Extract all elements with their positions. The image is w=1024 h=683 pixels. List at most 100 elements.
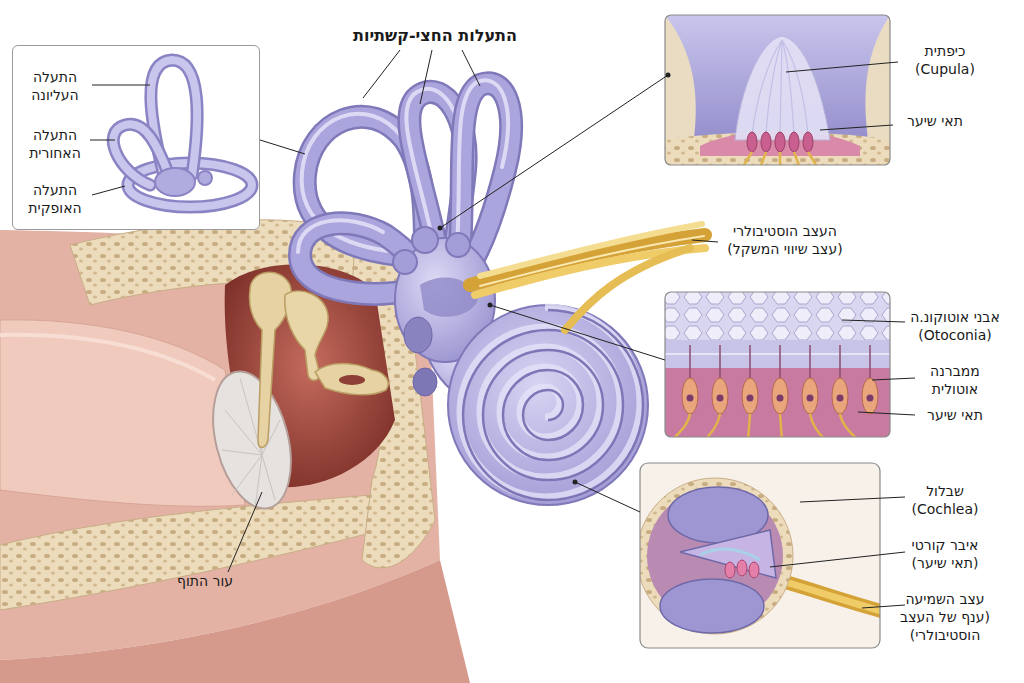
otolith-inset — [682, 378, 698, 414]
leader-lines — [363, 50, 480, 104]
cupula-inset — [665, 15, 890, 168]
leader-dots — [438, 73, 671, 485]
semicircular-canals — [457, 80, 508, 247]
part-label: ממברנה אוטולית — [915, 362, 995, 398]
leader-lines — [228, 492, 262, 572]
vestibule — [412, 227, 438, 253]
leader-lines — [770, 497, 905, 608]
otolith-inset — [832, 378, 848, 414]
cochlea-section-inset — [725, 562, 735, 578]
canal-inset-drawing — [12, 45, 260, 230]
ossicles — [315, 364, 388, 395]
cochlea — [463, 310, 643, 500]
eardrum — [200, 363, 304, 516]
cupula-inset — [761, 132, 771, 152]
structure-label: התעלות החצי-קשתיות — [335, 26, 535, 46]
vestibule — [413, 368, 437, 396]
otolith-inset — [862, 378, 878, 414]
otolith-inset — [867, 395, 874, 402]
otolith-inset — [690, 345, 870, 378]
cochlea-section-inset — [749, 562, 759, 578]
cupula-inset — [735, 36, 830, 140]
leader-dots — [488, 303, 493, 308]
cochlea-section-inset — [637, 463, 885, 648]
cupula-inset — [665, 15, 890, 165]
vestibule — [446, 233, 470, 257]
vestibule — [404, 317, 432, 353]
canal-inset-drawing — [155, 168, 195, 196]
otolith-inset — [837, 395, 844, 402]
otolith-inset — [672, 414, 858, 437]
otolith-inset — [665, 292, 890, 440]
otolith-inset — [687, 395, 874, 402]
otolith-inset — [682, 378, 878, 414]
cochlea-section-inset — [700, 549, 760, 560]
otolith-inset — [687, 395, 694, 402]
ossicles — [285, 291, 328, 380]
cochlea-section-inset — [640, 478, 793, 634]
otolith-inset — [665, 292, 890, 437]
otolith-inset — [777, 395, 784, 402]
cupula-inset — [665, 15, 890, 165]
otolith-inset — [665, 292, 890, 342]
otolith-inset — [807, 395, 814, 402]
ossicles — [339, 375, 365, 385]
leader-dots — [573, 480, 578, 485]
leader-lines — [842, 320, 915, 415]
cupula-inset — [665, 15, 890, 165]
cochlea — [448, 305, 648, 505]
cochlea — [448, 305, 648, 505]
leader-lines — [692, 240, 718, 242]
cupula-inset — [752, 40, 808, 135]
part-label: תאי שיער — [890, 112, 980, 130]
otolith-inset — [802, 378, 818, 414]
cochlea-section-inset — [737, 560, 747, 576]
inset-panel: התעלה העליונההתעלה האחוריתהתעלה האופקית — [12, 45, 260, 230]
otolith-inset — [747, 395, 754, 402]
cupula-inset — [803, 132, 813, 152]
canal-inset-drawing — [12, 45, 260, 230]
cochlea-section-inset — [680, 530, 776, 578]
leader-lines — [786, 62, 898, 130]
otolith-inset — [665, 292, 890, 437]
otolith-inset — [742, 378, 758, 414]
vestibular-nerve — [480, 224, 702, 276]
otolith-inset — [717, 395, 724, 402]
ear-canal — [0, 320, 245, 506]
leader-lines — [90, 85, 150, 195]
part-label: כיפתית (Cupula) — [900, 42, 990, 78]
cochlea-section-inset — [660, 579, 764, 633]
leader-lines — [260, 140, 305, 154]
ear-canal — [0, 335, 215, 380]
otolith-inset — [665, 292, 890, 437]
part-label: איבר קורטי (תאי שיער) — [900, 536, 990, 572]
leader-lines — [490, 305, 665, 360]
otolith-inset — [712, 378, 728, 414]
cupula-inset — [747, 132, 757, 152]
ear-canal — [0, 320, 245, 506]
temporal-bone — [0, 495, 400, 610]
part-label: אבני אוטוקונ.ה (Otoconia) — [895, 308, 1015, 344]
canal-inset-drawing — [198, 171, 212, 185]
semicircular-canals — [298, 220, 383, 252]
vestibular-nerve — [480, 236, 704, 286]
eardrum — [200, 363, 304, 516]
otolith-inset — [772, 378, 788, 414]
cochlea-section-inset — [640, 463, 880, 648]
otolith-inset — [665, 353, 890, 355]
nerve-label: עצב השמיעה (ענף של העצב הוסטיבולרי) — [890, 590, 1000, 644]
nerve-label: העצב הוסטיבולרי (עצב שיווי המשקל) — [720, 222, 850, 258]
cupula-inset — [747, 132, 813, 152]
cupula-inset — [742, 152, 818, 165]
cochlea-section-inset — [725, 560, 759, 578]
leader-dots — [666, 73, 671, 78]
vestibule — [393, 250, 417, 274]
canal-label: התעלה האחורית — [13, 126, 97, 162]
cochlea-section-inset — [640, 463, 880, 648]
part-label: שבלול (Cochlea) — [900, 482, 990, 518]
leader-lines — [440, 75, 668, 228]
otolith-inset — [665, 340, 890, 368]
temporal-bone — [0, 220, 435, 610]
